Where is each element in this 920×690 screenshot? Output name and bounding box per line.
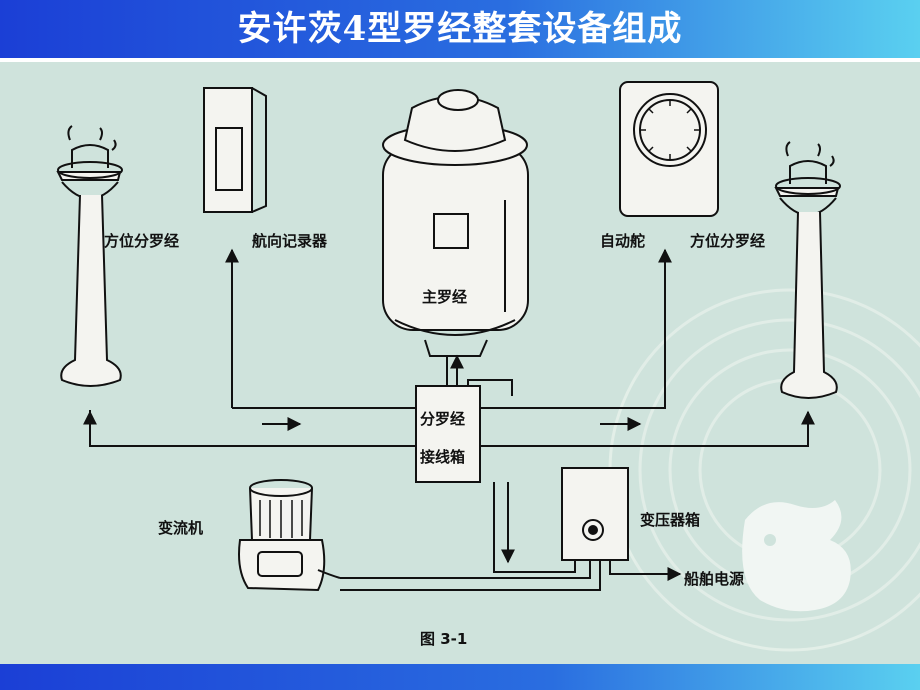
title-separator (0, 58, 920, 62)
diagram-area: 方位分罗经 航向记录器 主罗经 自动舵 方位分罗经 分罗经 接线箱 变流机 变压… (0, 62, 920, 664)
converter-icon (238, 479, 341, 592)
master-compass-icon (382, 89, 529, 357)
slide-title: 安许茨4型罗经整套设备组成 (237, 9, 683, 49)
title-bar (0, 0, 920, 58)
course-recorder-icon (203, 87, 267, 213)
figure-caption: 图 3-1 (420, 630, 468, 648)
label-transformer-box: 变压器箱 (640, 511, 701, 529)
label-ship-power: 船舶电源 (684, 570, 745, 588)
label-converter: 变流机 (158, 519, 204, 537)
transformer-box-icon (561, 467, 629, 561)
diagram-svg (56, 81, 920, 652)
label-azimuth-repeater-left: 方位分罗经 (104, 232, 180, 250)
connection-lines (83, 248, 815, 591)
label-autopilot: 自动舵 (600, 232, 646, 250)
azimuth-repeater-left-icon (56, 125, 123, 387)
label-junction-box-line1: 分罗经 (420, 410, 466, 428)
label-azimuth-repeater-right: 方位分罗经 (690, 232, 766, 250)
label-junction-box-line2: 接线箱 (420, 448, 466, 466)
label-course-recorder: 航向记录器 (252, 232, 328, 250)
dragon-watermark-icon (742, 500, 851, 612)
label-master-compass: 主罗经 (422, 288, 468, 306)
junction-box-icon (415, 385, 481, 483)
azimuth-repeater-right-icon (774, 141, 841, 399)
bottom-bar (0, 664, 920, 690)
autopilot-icon (619, 81, 719, 217)
